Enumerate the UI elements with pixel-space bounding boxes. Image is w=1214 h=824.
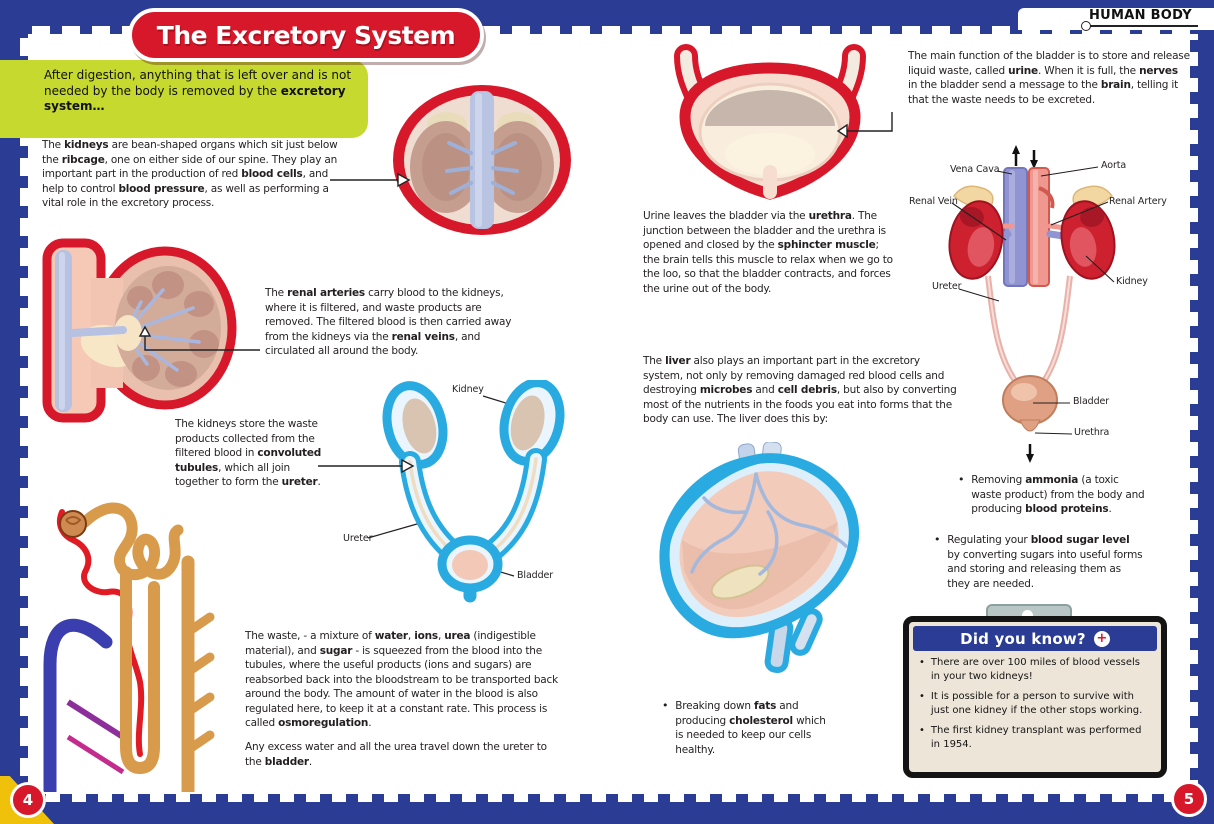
clipboard-clip-hole [1022,610,1033,621]
liver-bullet-ammonia-text: Removing ammonia (a toxic waste product)… [971,474,1145,515]
frame-teeth-top [20,26,1198,34]
bladder-connector-arrow [836,112,893,138]
series-tag-dot [1081,21,1091,31]
intro-callout: After digestion, anything that is left o… [0,60,368,138]
frame-teeth-right [1190,26,1198,802]
liver-bullet-fats-text: Breaking down fats and producing cholest… [675,700,826,756]
bladder-cross-section-illustration [674,44,866,200]
ureter-diagram-kidney-label: Kidney [452,384,484,395]
did-you-know-header: Did you know? + [913,626,1157,651]
fact-text: It is possible for a person to survive w… [930,691,1143,716]
fact-item: It is possible for a person to survive w… [919,690,1151,717]
ureter-diagram-bladder-label: Bladder [517,570,554,581]
bladder-function-paragraph: The main function of the bladder is to s… [908,50,1190,106]
series-tag-rule [1090,25,1198,27]
page-title-banner: The Excretory System [128,8,484,62]
renal-connector-arrow [138,325,260,351]
did-you-know-box: Did you know? + There are over 100 miles… [903,616,1167,778]
liver-illustration [659,442,860,673]
plus-icon: + [1093,630,1110,647]
urinary-system-illustration [948,145,1116,463]
liver-bullet-fats: Breaking down fats and producing cholest… [662,699,827,757]
nephron-illustration [43,502,215,792]
urinary-label-urethra: Urethra [1074,427,1110,438]
renal-arteries-paragraph: The renal arteries carry blood to the ki… [265,287,512,357]
liver-paragraph: The liver also plays an important part i… [643,355,957,425]
excess-water-paragraph: Any excess water and all the urea travel… [245,741,547,768]
did-you-know-title: Did you know? [960,629,1086,648]
fact-item: There are over 100 miles of blood vessel… [919,656,1151,683]
page-title: The Excretory System [156,20,456,50]
ureter-diagram-illustration [367,380,565,603]
urinary-label-aorta: Aorta [1101,160,1127,171]
page-number-left: 4 [10,782,46,818]
urinary-label-ureter: Ureter [932,281,962,292]
liver-bullet-ammonia: Removing ammonia (a toxic waste product)… [958,473,1148,517]
kidney-circle-illustration [393,85,571,235]
fact-item: The first kidney transplant was performe… [919,724,1151,751]
ureter-diagram-ureter-label: Ureter [343,533,373,544]
liver-bullet-blood-sugar: Regulating your blood sugar level by con… [934,533,1144,591]
tubules-connector-arrow [318,458,415,474]
waste-paragraph: The waste, - a mixture of water, ions, u… [245,630,558,729]
corner-patch [1018,8,1214,30]
fact-text: The first kidney transplant was performe… [930,725,1142,750]
urinary-label-bladder: Bladder [1073,396,1110,407]
frame-teeth-left [20,26,28,802]
did-you-know-body: There are over 100 miles of blood vessel… [919,656,1151,766]
urethra-paragraph: Urine leaves the bladder via the urethra… [643,210,893,295]
frame-teeth-bottom [20,794,1198,802]
urinary-label-vena-cava: Vena Cava [950,164,1000,175]
liver-bullet-blood-sugar-text: Regulating your blood sugar level by con… [947,534,1143,590]
urinary-label-renal-artery: Renal Artery [1109,196,1167,207]
fact-text: There are over 100 miles of blood vessel… [930,657,1140,682]
series-tag: HUMAN BODY [1088,8,1192,23]
page-number-right: 5 [1171,781,1207,817]
kidneys-paragraph: The kidneys are bean-shaped organs which… [42,139,338,209]
intro-text: After digestion, anything that is left o… [44,68,352,113]
kidneys-connector-arrow [330,172,411,188]
kidney-cross-section-illustration [42,238,237,423]
tubules-paragraph: The kidneys store the waste products col… [175,418,322,488]
urinary-label-kidney: Kidney [1116,276,1148,287]
urinary-label-renal-vein: Renal Vein [909,196,958,207]
